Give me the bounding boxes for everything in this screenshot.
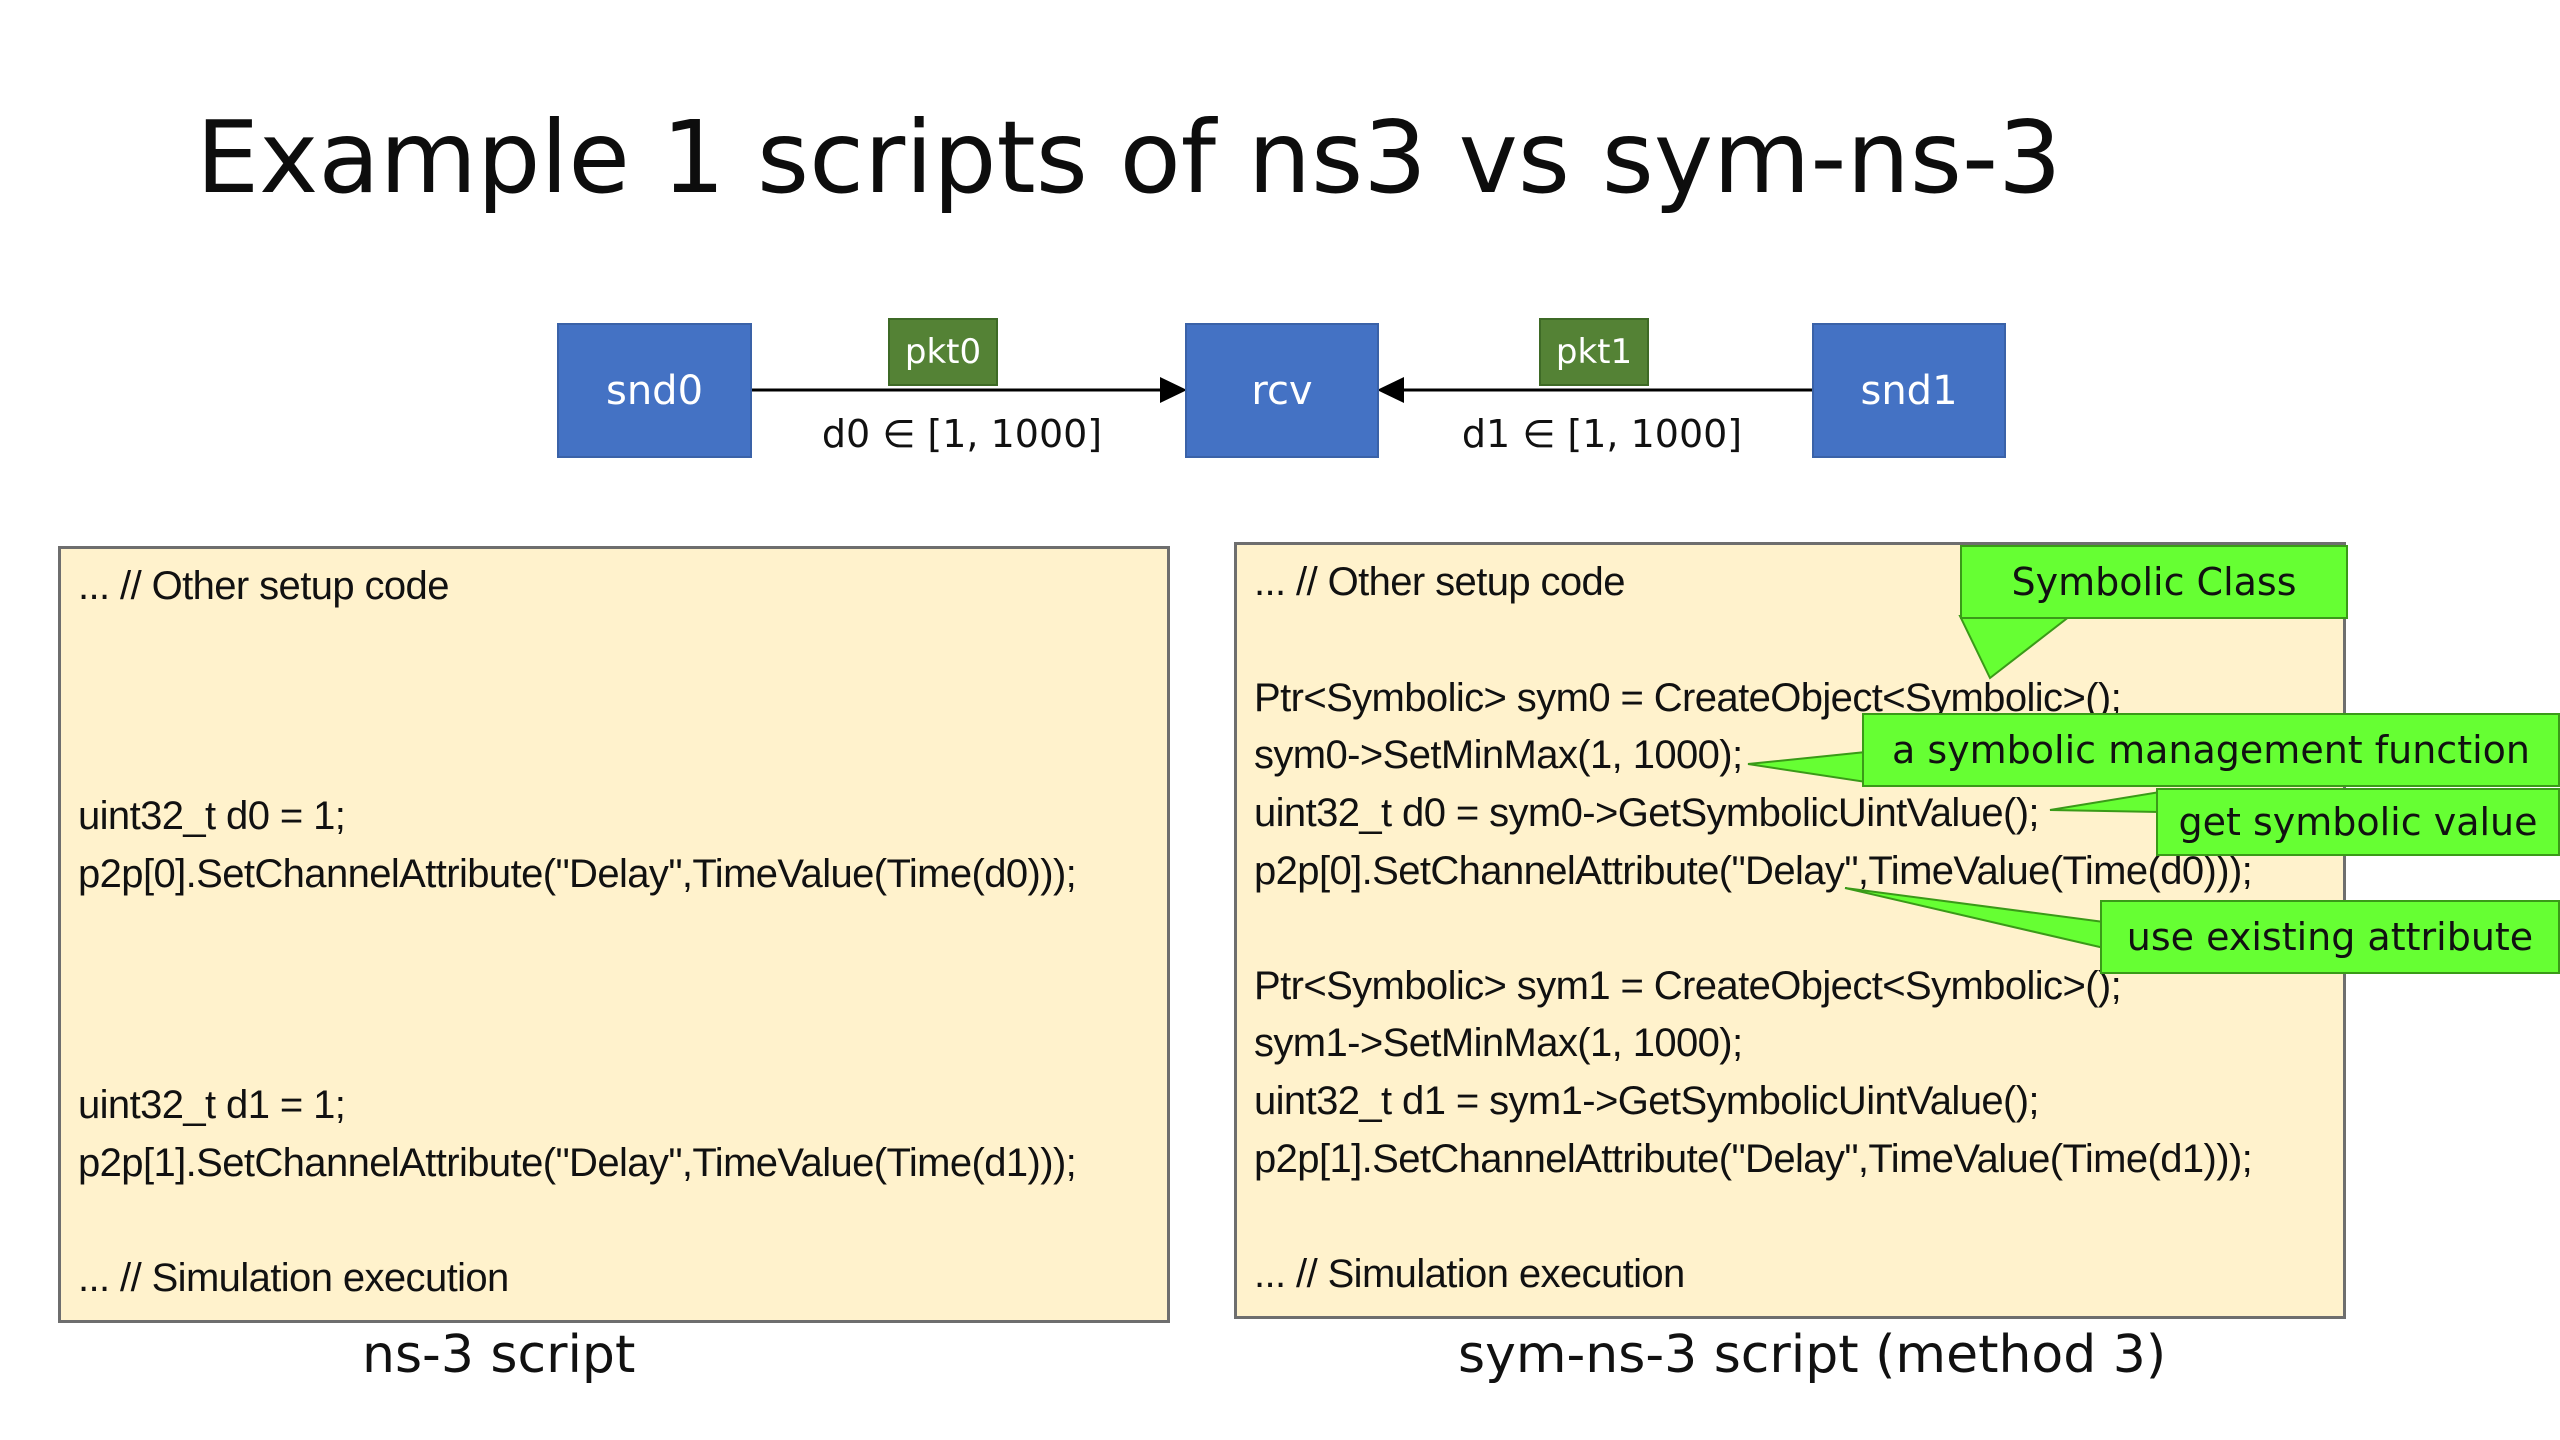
- callout-get-value: get symbolic value: [2156, 788, 2560, 856]
- packet-pkt0-label: pkt0: [904, 332, 982, 372]
- management-function-pointer: [1747, 750, 1867, 784]
- delay-d1-label: d1 ∈ [1, 1000]: [1461, 412, 1743, 456]
- ns3-d1-attribute: p2p[1].SetChannelAttribute("Delay",TimeV…: [78, 1141, 1077, 1185]
- node-snd1-label: snd1: [1860, 367, 1958, 414]
- callout-existing-attribute: use existing attribute: [2100, 900, 2560, 974]
- callout-management-function: a symbolic management function: [1862, 713, 2560, 787]
- symns3-sym1-create: Ptr<Symbolic> sym1 = CreateObject<Symbol…: [1254, 964, 2122, 1008]
- node-snd0-label: snd0: [605, 367, 704, 414]
- symns3-d1-get: uint32_t d1 = sym1->GetSymbolicUintValue…: [1254, 1079, 2040, 1123]
- symbolic-class-pointer: [1958, 615, 2073, 680]
- symns3-sym0-minmax: sym0->SetMinMax(1, 1000);: [1254, 733, 1743, 777]
- arrowhead-rcv-left: [1160, 377, 1187, 403]
- packet-pkt0: pkt0: [888, 318, 998, 386]
- packet-pkt1-label: pkt1: [1555, 332, 1633, 372]
- node-snd1: snd1: [1812, 323, 2006, 458]
- symns3-script-caption: sym-ns-3 script (method 3): [1458, 1325, 2167, 1385]
- ns3-exec-line: ... // Simulation execution: [78, 1256, 509, 1300]
- slide-title: Example 1 scripts of ns3 vs sym-ns-3: [196, 99, 2062, 216]
- callout-symbolic-class: Symbolic Class: [1960, 545, 2348, 619]
- symns3-setup-line: ... // Other setup code: [1254, 560, 1625, 604]
- node-snd0: snd0: [557, 323, 752, 458]
- ns3-script-caption: ns-3 script: [362, 1325, 636, 1385]
- ns3-d1-declaration: uint32_t d1 = 1;: [78, 1083, 346, 1127]
- node-rcv-label: rcv: [1251, 367, 1313, 414]
- delay-d0-label: d0 ∈ [1, 1000]: [821, 412, 1103, 456]
- ns3-setup-line: ... // Other setup code: [78, 564, 449, 608]
- ns3-d0-attribute: p2p[0].SetChannelAttribute("Delay",TimeV…: [78, 852, 1077, 896]
- symns3-sym0-create: Ptr<Symbolic> sym0 = CreateObject<Symbol…: [1254, 676, 2122, 720]
- symns3-d0-attribute: p2p[0].SetChannelAttribute("Delay",TimeV…: [1254, 849, 2253, 893]
- arrowhead-rcv-right: [1377, 377, 1404, 403]
- symns3-d1-attribute: p2p[1].SetChannelAttribute("Delay",TimeV…: [1254, 1137, 2253, 1181]
- existing-attribute-pointer: [1844, 887, 2105, 950]
- symns3-exec-line: ... // Simulation execution: [1254, 1252, 1685, 1296]
- packet-pkt1: pkt1: [1539, 318, 1649, 386]
- node-rcv: rcv: [1185, 323, 1379, 458]
- get-value-pointer: [2049, 790, 2161, 814]
- ns3-d0-declaration: uint32_t d0 = 1;: [78, 794, 346, 838]
- symns3-sym1-minmax: sym1->SetMinMax(1, 1000);: [1254, 1021, 1743, 1065]
- symns3-d0-get: uint32_t d0 = sym0->GetSymbolicUintValue…: [1254, 791, 2040, 835]
- ns3-script-box: [58, 546, 1170, 1323]
